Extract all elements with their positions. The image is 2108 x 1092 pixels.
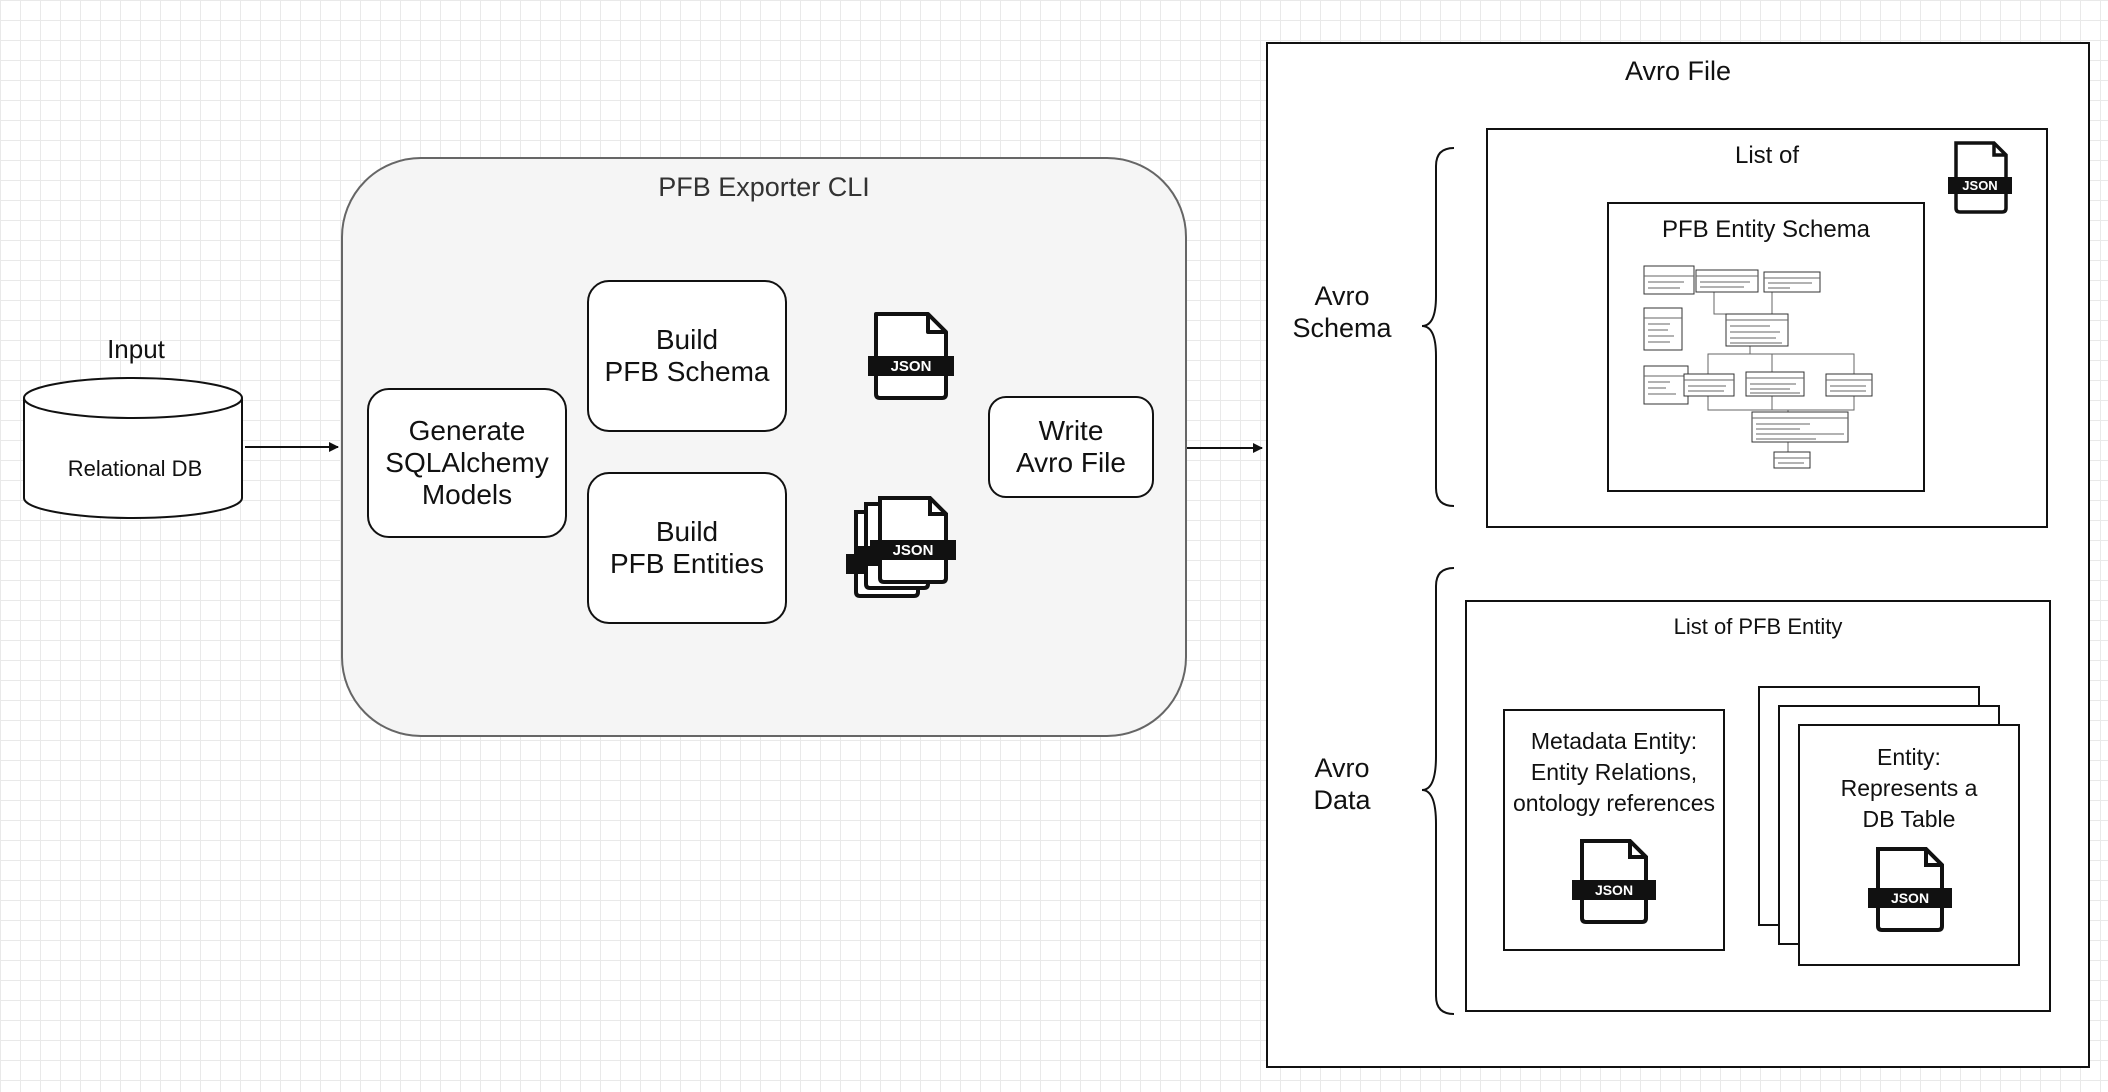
write-avro-file-box: Write Avro File <box>988 396 1154 498</box>
avro-schema-label: Avro Schema <box>1292 281 1392 343</box>
entity-label: Entity: Represents a DB Table <box>1840 744 1978 832</box>
list-of-pfb-entity-label: List of PFB Entity <box>1673 614 1843 639</box>
build-entities-box: Build PFB Entities <box>587 472 787 624</box>
avro-data-label: Avro Data <box>1313 753 1371 815</box>
database-cylinder-icon <box>23 377 243 519</box>
entity-card-front <box>1798 724 2020 966</box>
json-file-icon: JSON <box>1868 847 1952 932</box>
generate-models-box: Generate SQLAlchemy Models <box>367 388 567 538</box>
relational-db-label: Relational DB <box>67 456 203 481</box>
build-schema-box: Build PFB Schema <box>587 280 787 432</box>
input-label: Input <box>107 334 165 364</box>
json-icon-label: JSON <box>1891 890 1929 906</box>
json-file-stack-icon: JSON <box>846 496 956 598</box>
list-of-label: List of <box>1734 142 1800 169</box>
curly-brace-icon <box>1421 147 1455 1015</box>
exporter-title: PFB Exporter CLI <box>658 172 870 202</box>
schema-uml-thumbnail <box>1643 265 1873 469</box>
avro-file-title: Avro File <box>1624 56 1732 86</box>
json-icon-label: JSON <box>891 358 932 375</box>
json-file-icon: JSON <box>1948 141 2012 214</box>
json-file-icon: JSON <box>868 312 954 400</box>
json-file-icon: JSON <box>1572 839 1656 924</box>
json-icon-label: JSON <box>1595 882 1633 898</box>
metadata-entity-label: Metadata Entity: Entity Relations, ontol… <box>1512 728 1715 816</box>
json-icon-label: JSON <box>893 542 934 559</box>
pfb-entity-schema-title: PFB Entity Schema <box>1661 216 1871 243</box>
json-icon-label: JSON <box>1962 178 1997 193</box>
